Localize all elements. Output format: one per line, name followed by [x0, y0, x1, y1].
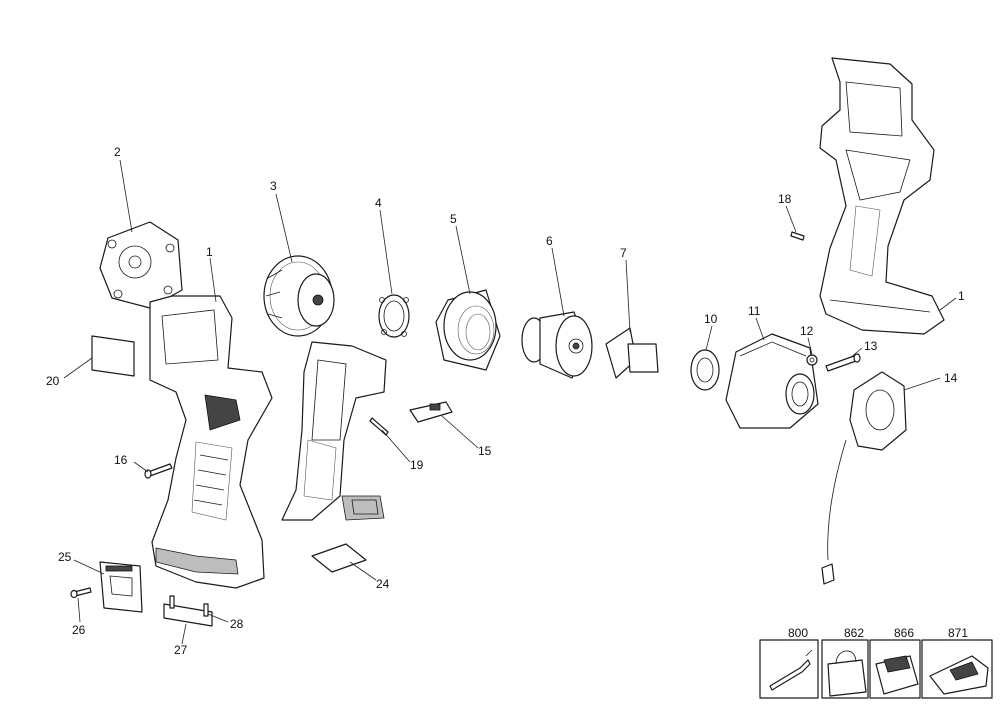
callout-24: 24	[376, 577, 390, 591]
callout-14: 14	[944, 371, 958, 385]
part-25-clip-plate	[99, 561, 143, 613]
part-4-ring	[378, 294, 410, 338]
callout-1-left: 1	[206, 245, 213, 259]
part-24-label	[311, 543, 367, 573]
callout-12: 12	[800, 324, 814, 338]
callout-6: 6	[546, 234, 553, 248]
accessory-866-label: 866	[894, 626, 914, 640]
callout-16: 16	[114, 453, 128, 467]
part-1-housing-left	[149, 295, 273, 589]
callout-20: 20	[46, 374, 60, 388]
part-26-screw	[70, 587, 92, 599]
callout-labels: 1 1 2 3 4 5 6 7 10 11 12 13 14 15 16 18 …	[46, 145, 965, 657]
leader-lines	[63, 159, 957, 645]
accessory-866-box: 866	[869, 626, 921, 699]
part-6-hammer	[521, 311, 593, 379]
callout-27: 27	[174, 643, 188, 657]
part-27-bracket	[163, 603, 213, 627]
callout-10: 10	[704, 312, 718, 326]
part-20-label	[91, 335, 135, 377]
callout-1-right: 1	[958, 289, 965, 303]
callout-5: 5	[450, 212, 457, 226]
callout-7: 7	[620, 246, 627, 260]
accessory-800-box: 800	[759, 626, 819, 699]
callout-13: 13	[864, 339, 878, 353]
callout-19: 19	[410, 458, 424, 472]
part-15-slider	[409, 401, 453, 423]
part-19-pin	[369, 417, 389, 436]
accessory-862-label: 862	[844, 626, 864, 640]
part-10-washer	[690, 349, 720, 391]
callout-26: 26	[72, 623, 86, 637]
accessory-862-box: 862	[821, 626, 869, 699]
switch-frame-assembly	[281, 341, 387, 521]
part-16-screw	[144, 463, 173, 479]
callout-2: 2	[114, 145, 121, 159]
part-18-pin	[790, 231, 805, 241]
part-11-gearcase	[725, 333, 819, 429]
part-12-washer	[806, 354, 818, 366]
callout-25: 25	[58, 550, 72, 564]
part-1-housing-right	[819, 57, 945, 335]
callout-11: 11	[748, 304, 761, 318]
callout-15: 15	[478, 444, 492, 458]
callout-28: 28	[230, 617, 244, 631]
part-14-led-ring	[821, 371, 907, 585]
part-7-anvil	[605, 327, 659, 379]
callout-3: 3	[270, 179, 277, 193]
accessories-panel: 800 862 866 871	[759, 626, 993, 699]
part-2-end-cap	[99, 221, 183, 309]
accessory-871-label: 871	[948, 626, 968, 640]
accessory-871-box: 871	[921, 626, 993, 699]
part-3-motor	[263, 255, 335, 337]
callout-18: 18	[778, 192, 792, 206]
callout-4: 4	[375, 196, 382, 210]
part-28-screws	[169, 595, 209, 617]
accessory-800-label: 800	[788, 626, 808, 640]
part-13-screw	[825, 353, 861, 372]
part-5-ring-gear	[435, 289, 501, 371]
